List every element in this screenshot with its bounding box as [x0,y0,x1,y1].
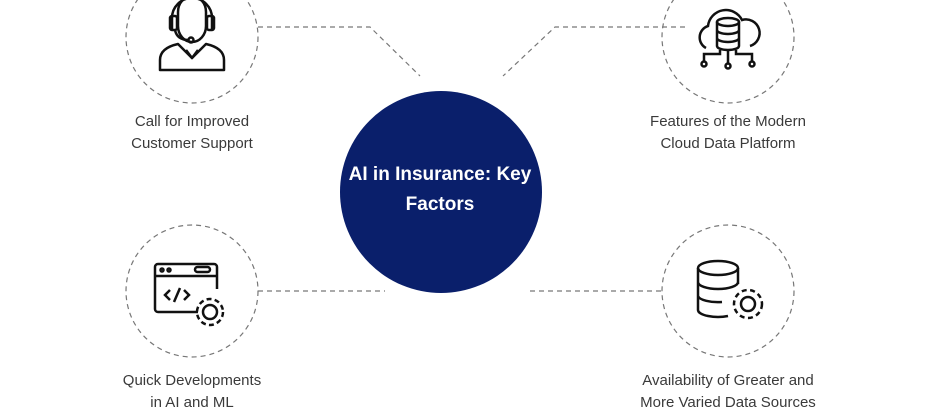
center-circle [340,91,542,293]
cloud-database-icon [698,8,761,70]
factor-circle-tr [661,0,795,104]
center-title: AI in Insurance: Key Factors [348,164,532,215]
factor-circle-bl [125,224,259,358]
factor-label-cloud-platform: Features of the Modern Cloud Data Platfo… [608,111,848,155]
label-line: Features of the Modern [650,113,806,130]
factor-label-data-sources: Availability of Greater and More Varied … [608,370,848,414]
label-line: in AI and ML [150,394,234,411]
factor-circle-tl [125,0,259,104]
code-window-gear-icon [153,262,225,327]
label-line: Quick Developments [122,372,262,389]
label-line: More Varied Data Sources [640,394,816,411]
database-gear-icon [696,259,764,320]
connector-tl [258,26,421,77]
label-line: Cloud Data Platform [660,135,796,152]
label-line: Customer Support [131,135,253,152]
factor-label-ai-ml: Quick Developments in AI and ML [72,370,312,414]
factor-circle-br [661,224,795,358]
connector-lines [125,0,795,358]
label-line: Call for Improved [134,113,250,130]
customer-support-headset-icon [158,0,226,72]
factor-label-customer-support: Call for Improved Customer Support [72,111,312,155]
connector-tr [502,26,685,77]
label-line: Availability of Greater and [642,372,814,389]
